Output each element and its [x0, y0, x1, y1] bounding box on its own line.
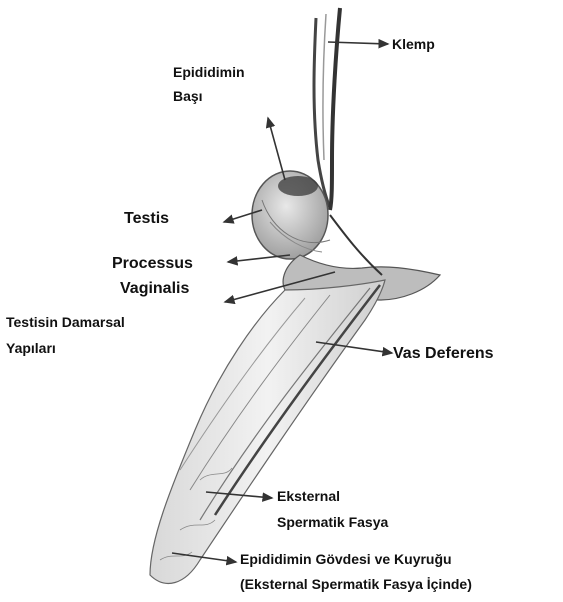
label-govdesi-line2: (Eksternal Spermatik Fasya İçinde): [240, 576, 472, 592]
label-epididimin-basi-line2: Başı: [173, 88, 203, 104]
label-testis: Testis: [124, 210, 169, 228]
label-epididimin-basi-line1: Epididimin: [173, 64, 245, 80]
label-govdesi-line1: Epididimin Gövdesi ve Kuyruğu: [240, 551, 452, 567]
label-eksternal-line1: Eksternal: [277, 488, 340, 504]
arrow-epididimin-basi: [268, 118, 285, 180]
label-damarsal-line1: Testisin Damarsal: [6, 314, 125, 330]
clamp-drawing: [314, 8, 340, 210]
label-damarsal-line2: Yapıları: [6, 340, 56, 356]
label-processus-line2: Vaginalis: [120, 280, 189, 298]
label-processus-line1: Processus: [112, 255, 193, 273]
testis-drawing: [252, 171, 330, 259]
label-vas-deferens: Vas Deferens: [393, 345, 494, 363]
label-klemp: Klemp: [392, 36, 435, 52]
label-eksternal-line2: Spermatik Fasya: [277, 514, 388, 530]
spermatic-cord-drawing: [150, 280, 385, 583]
